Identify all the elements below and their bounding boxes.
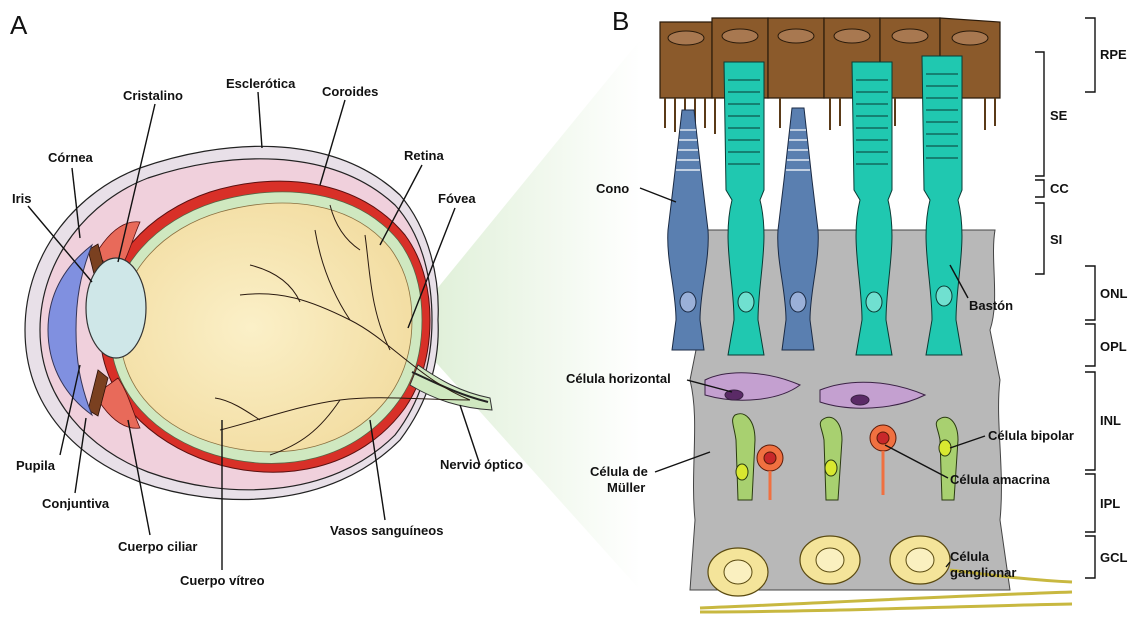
label-esclerotica: Esclerótica	[226, 76, 296, 91]
panel-label-a: A	[10, 10, 28, 40]
layer-label-gcl: GCL	[1100, 550, 1128, 565]
label-baston: Bastón	[969, 298, 1013, 313]
label-cristalino: Cristalino	[123, 88, 183, 103]
label-cornea: Córnea	[48, 150, 94, 165]
label-celula-horizontal: Célula horizontal	[566, 371, 671, 386]
label-celula-de: Célula de	[590, 464, 648, 479]
layer-label-onl: ONL	[1100, 286, 1128, 301]
label-iris: Iris	[12, 191, 32, 206]
layer-label-se: SE	[1050, 108, 1068, 123]
eye-diagram	[25, 146, 492, 499]
layer-label-ipl: IPL	[1100, 496, 1120, 511]
label-muller: Müller	[607, 480, 645, 495]
label-ganglionar: ganglionar	[950, 565, 1016, 580]
label-cuerpo-ciliar: Cuerpo ciliar	[118, 539, 197, 554]
label-cono: Cono	[596, 181, 629, 196]
retina-diagram	[660, 18, 1072, 612]
label-nervio-optico: Nervio óptico	[440, 457, 523, 472]
layer-brackets	[1035, 18, 1095, 578]
layer-label-inl: INL	[1100, 413, 1121, 428]
label-pupila: Pupila	[16, 458, 56, 473]
panel-label-b: B	[612, 6, 629, 36]
vitreous-body	[120, 203, 412, 452]
label-celula-bipolar: Célula bipolar	[988, 428, 1074, 443]
label-celula-amacrina: Célula amacrina	[950, 472, 1050, 487]
label-cuerpo-vitreo: Cuerpo vítreo	[180, 573, 265, 588]
zoom-wedge	[405, 40, 640, 590]
layer-label-cc: CC	[1050, 181, 1069, 196]
layer-label-si: SI	[1050, 232, 1062, 247]
lens	[86, 258, 146, 358]
label-conjuntiva: Conjuntiva	[42, 496, 110, 511]
label-celula: Célula	[950, 549, 990, 564]
label-vasos-sanguineos: Vasos sanguíneos	[330, 523, 443, 538]
label-retina: Retina	[404, 148, 445, 163]
layer-label-rpe: RPE	[1100, 47, 1127, 62]
layer-label-opl: OPL	[1100, 339, 1127, 354]
label-fovea: Fóvea	[438, 191, 476, 206]
label-coroides: Coroides	[322, 84, 378, 99]
